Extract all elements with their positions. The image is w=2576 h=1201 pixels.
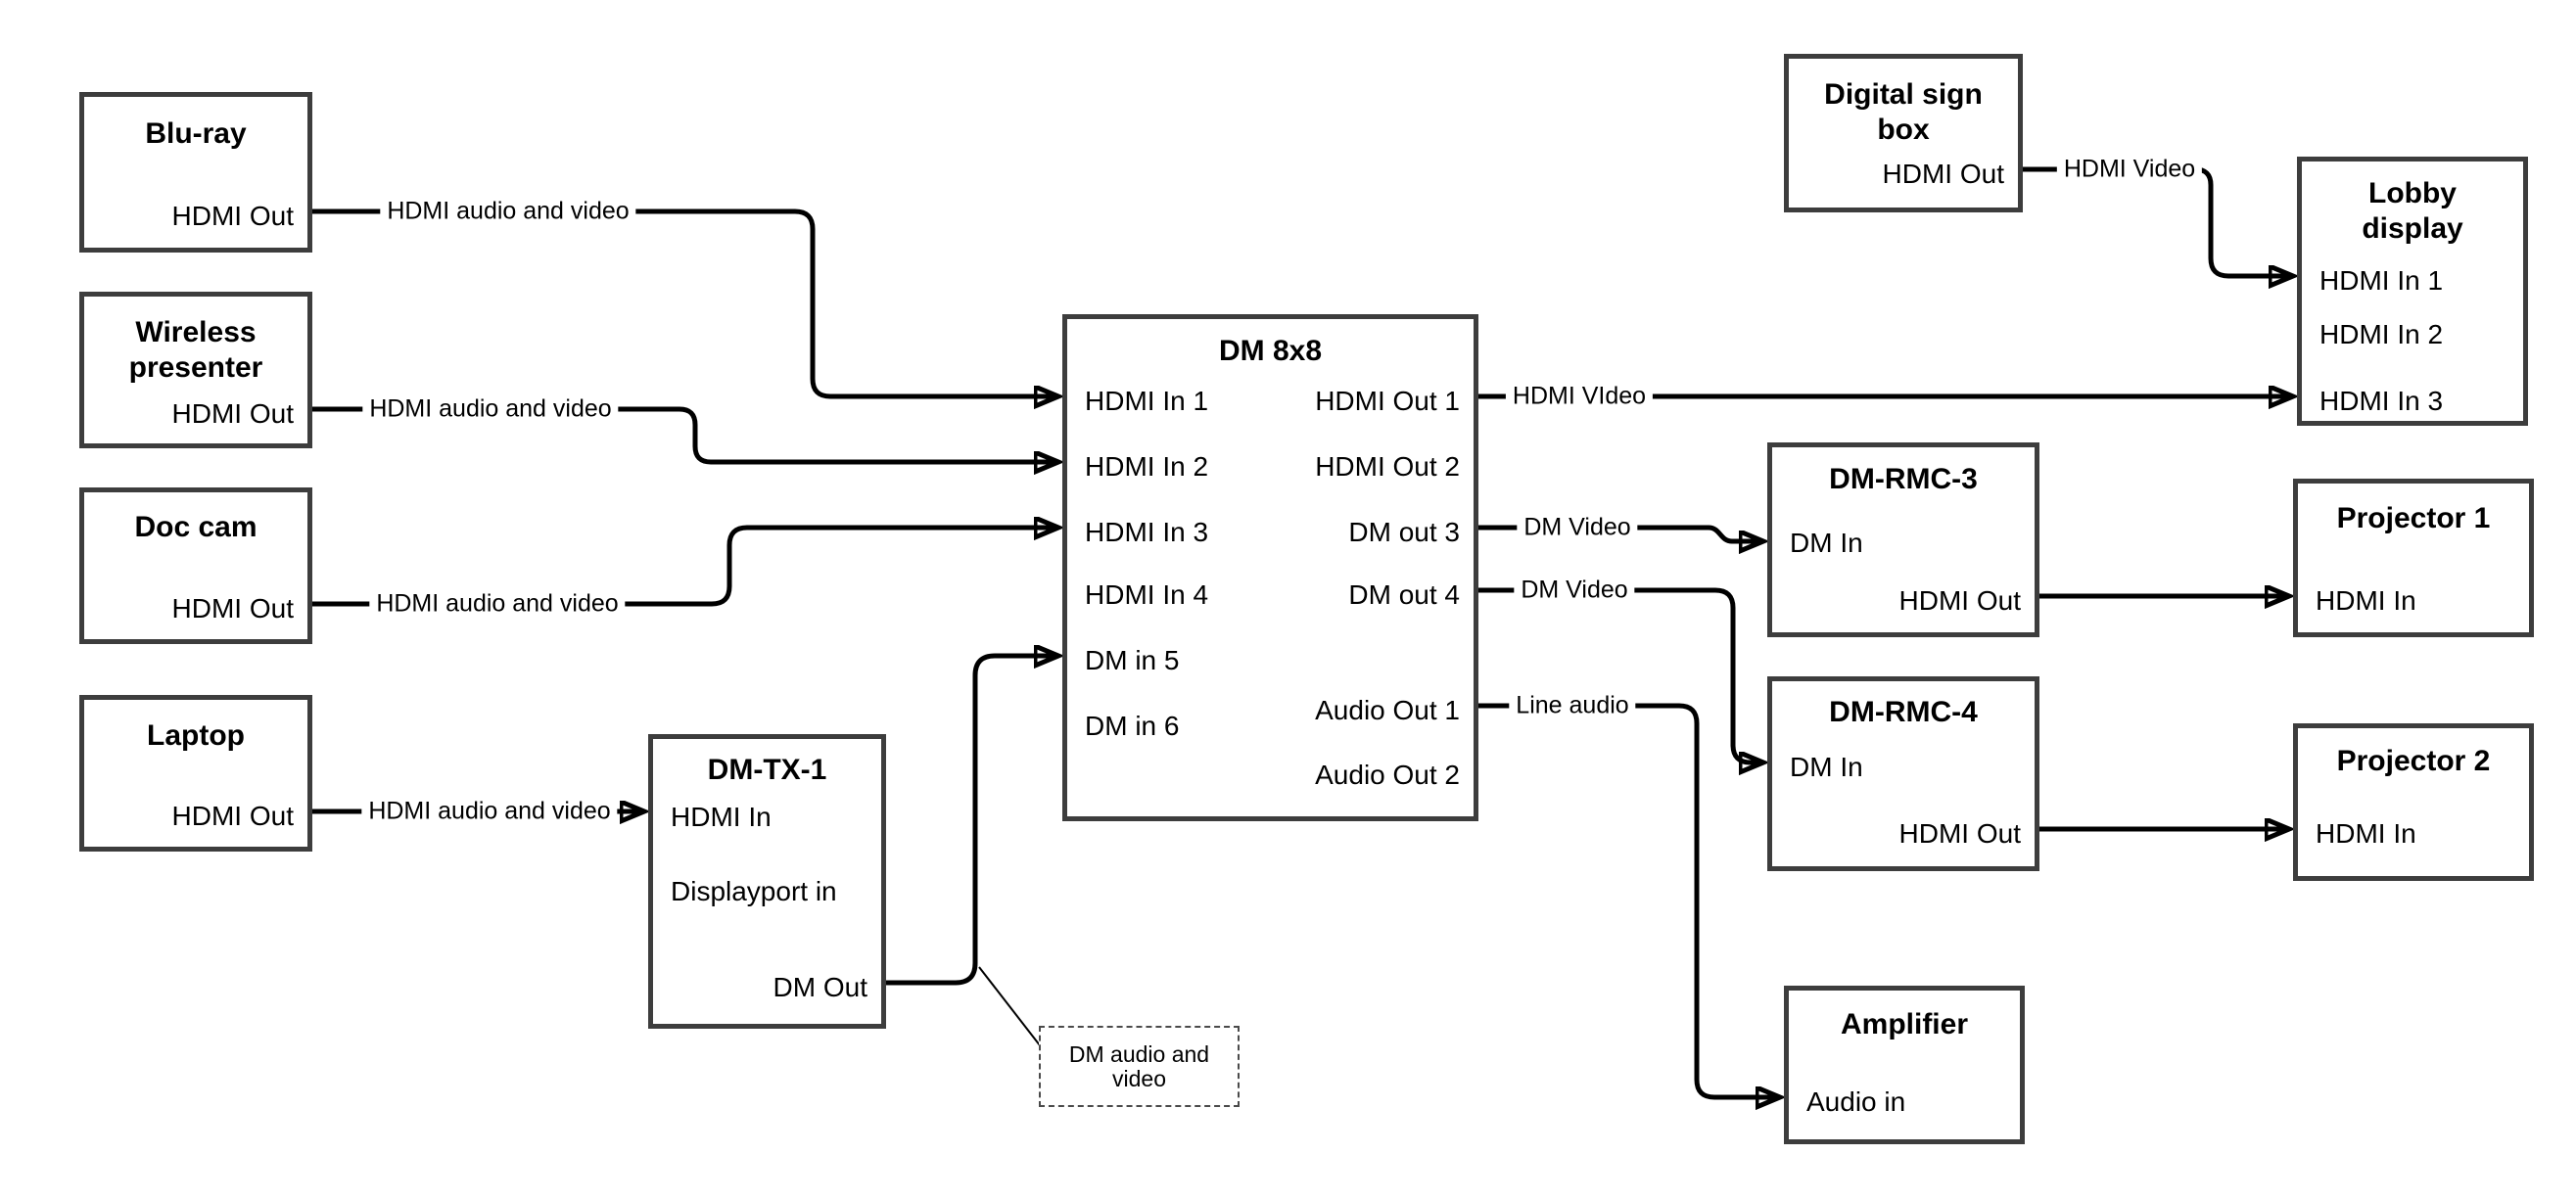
wire-bluray-to-dm8x8	[632, 208, 1058, 396]
wire-label-hdmi-audio-video-wireless: HDMI audio and video	[362, 395, 619, 423]
node-projector-1: Projector 1 HDMI In	[2293, 479, 2534, 637]
port-hdmi-out: HDMI Out	[171, 593, 294, 624]
node-title: Digital sign box	[1824, 78, 1983, 146]
port-hdmi-in-1: HDMI In 1	[1085, 386, 1209, 416]
port-dm-out: DM Out	[773, 972, 867, 1002]
port-hdmi-in-2: HDMI In 2	[2319, 319, 2444, 349]
wire-dm-out4-to-rmc4	[1628, 587, 1763, 762]
port-audio-in: Audio in	[1806, 1086, 1906, 1117]
node-title: Amplifier	[1840, 1008, 1969, 1040]
node-title: Lobby display	[2362, 177, 2463, 245]
wire-label-dm-video-out3: DM Video	[1517, 514, 1638, 541]
node-title: Doc cam	[134, 511, 258, 543]
callout-line: DM audio and	[1068, 1040, 1210, 1067]
wire-label-hdmi-audio-video-bluray: HDMI audio and video	[380, 198, 636, 225]
wire-audio-out1-to-amp	[1626, 703, 1780, 1097]
node-title: DM-TX-1	[707, 754, 827, 786]
node-laptop: Laptop HDMI Out	[79, 695, 312, 852]
node-title: Projector 2	[2336, 745, 2491, 777]
port-audio-out-1: Audio Out 1	[1315, 695, 1460, 725]
wire-wireless-to-dm8x8	[614, 406, 1058, 462]
node-dm-rmc-4: DM-RMC-4 DM In HDMI Out	[1767, 676, 2039, 871]
port-displayport-in: Displayport in	[671, 876, 837, 906]
port-hdmi-in: HDMI In	[2316, 818, 2416, 849]
callout-leader-line	[978, 966, 1041, 1046]
port-dm-in-6: DM in 6	[1085, 711, 1180, 741]
wire-label-hdmi-audio-video-doccam: HDMI audio and video	[369, 590, 626, 618]
wire-dmtx1-to-dm8x8	[886, 656, 1058, 986]
wire-label-dm-video-out4: DM Video	[1514, 577, 1635, 604]
callout-dm-audio-and-video: DM audio and video	[1039, 1026, 1240, 1107]
node-title: Laptop	[147, 719, 245, 752]
port-hdmi-out: HDMI Out	[1898, 585, 2021, 616]
port-hdmi-out: HDMI Out	[171, 398, 294, 429]
node-doc-cam: Doc cam HDMI Out	[79, 487, 312, 644]
node-dm-rmc-3: DM-RMC-3 DM In HDMI Out	[1767, 442, 2039, 637]
wire-label-hdmi-video-digital-sign: HDMI Video	[2056, 156, 2203, 183]
node-projector-2: Projector 2 HDMI In	[2293, 723, 2534, 881]
port-dm-in-5: DM in 5	[1085, 645, 1180, 675]
port-hdmi-in-3: HDMI In 3	[2319, 386, 2444, 416]
port-audio-out-2: Audio Out 2	[1315, 760, 1460, 790]
port-hdmi-in-2: HDMI In 2	[1085, 451, 1209, 482]
node-title: Wireless presenter	[128, 316, 263, 384]
port-hdmi-out: HDMI Out	[171, 801, 294, 831]
wire-dm-out3-to-rmc3	[1631, 525, 1763, 541]
port-hdmi-out: HDMI Out	[171, 201, 294, 231]
node-lobby-display: Lobby display HDMI In 1 HDMI In 2 HDMI I…	[2297, 157, 2528, 426]
port-hdmi-in-1: HDMI In 1	[2319, 265, 2444, 296]
node-digital-sign-box: Digital sign box HDMI Out	[1784, 54, 2023, 212]
node-bluray: Blu-ray HDMI Out	[79, 92, 312, 253]
wire-label-hdmi-video-out1: HDMI VIdeo	[1505, 383, 1654, 410]
wire-label-hdmi-audio-video-laptop: HDMI audio and video	[361, 798, 618, 825]
port-hdmi-in-3: HDMI In 3	[1085, 517, 1209, 547]
wire-label-line-audio: Line audio	[1509, 692, 1636, 719]
callout-line: video	[1112, 1065, 1166, 1091]
wire-digital-sign-to-lobby	[2193, 166, 2293, 276]
port-dm-out-3: DM out 3	[1348, 517, 1460, 547]
node-title: DM-RMC-3	[1829, 463, 1978, 495]
port-hdmi-in: HDMI In	[671, 802, 772, 832]
port-hdmi-out-1: HDMI Out 1	[1315, 386, 1460, 416]
node-title: DM-RMC-4	[1829, 696, 1978, 728]
node-wireless-presenter: Wireless presenter HDMI Out	[79, 292, 312, 448]
node-title: DM 8x8	[1218, 335, 1323, 367]
port-dm-in: DM In	[1790, 528, 1863, 558]
port-hdmi-in: HDMI In	[2316, 585, 2416, 616]
node-title: Blu-ray	[145, 117, 247, 150]
wire-doccam-to-dm8x8	[619, 528, 1058, 607]
port-hdmi-in-4: HDMI In 4	[1085, 579, 1209, 610]
port-hdmi-out: HDMI Out	[1898, 818, 2021, 849]
node-title: Projector 1	[2336, 502, 2491, 534]
node-dm-tx-1: DM-TX-1 HDMI In Displayport in DM Out	[648, 734, 886, 1029]
port-hdmi-out-2: HDMI Out 2	[1315, 451, 1460, 482]
port-dm-out-4: DM out 4	[1348, 579, 1460, 610]
port-dm-in: DM In	[1790, 752, 1863, 782]
port-hdmi-out: HDMI Out	[1882, 159, 2004, 189]
node-amplifier: Amplifier Audio in	[1784, 986, 2025, 1144]
node-dm-8x8: DM 8x8 HDMI In 1 HDMI In 2 HDMI In 3 HDM…	[1062, 314, 1478, 821]
